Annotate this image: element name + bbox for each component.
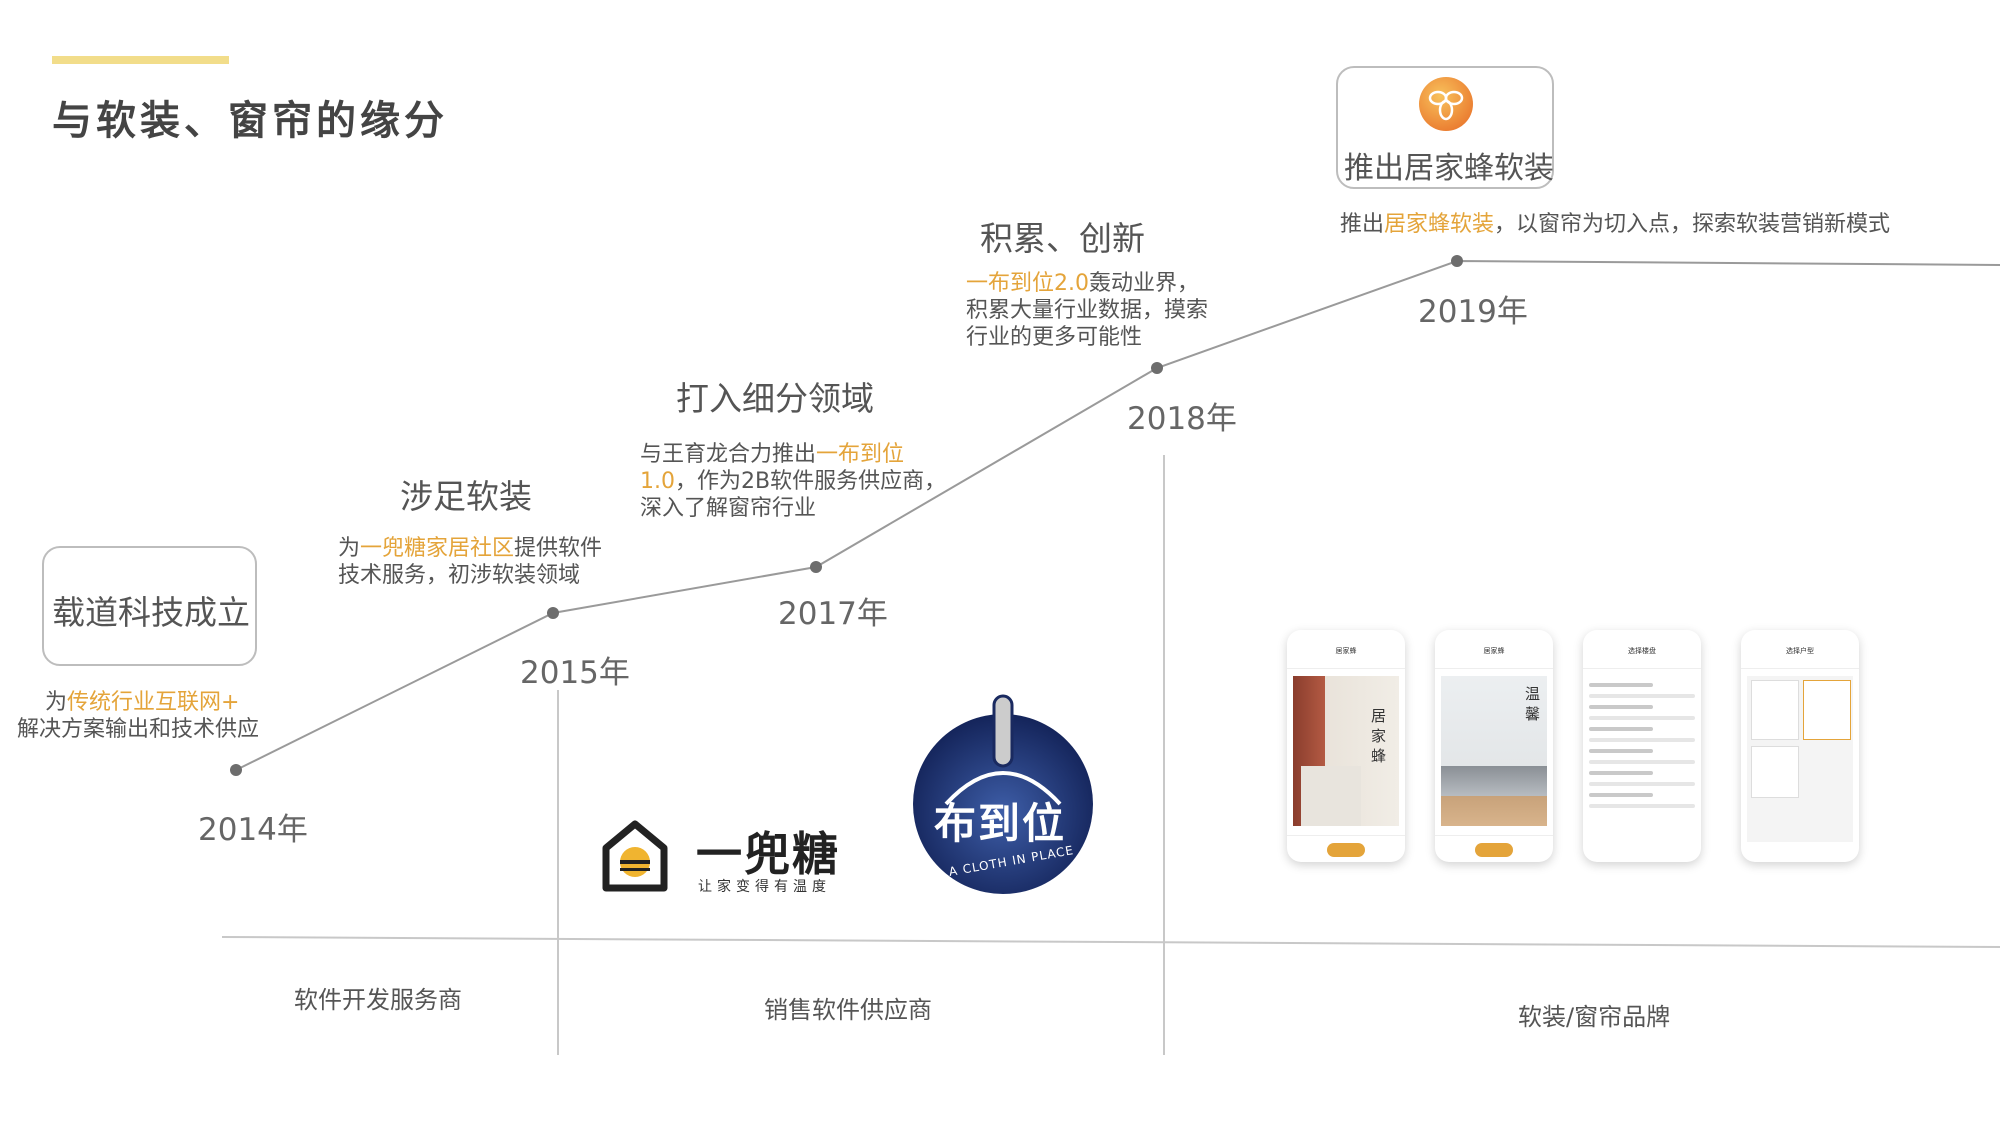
phone-1-banner: 居家蜂 xyxy=(1293,676,1399,826)
jujiafeng-launch-label: 推出居家蜂软装 xyxy=(1344,151,1554,186)
phone-1-cta xyxy=(1327,843,1365,857)
desc-2019-pre: 推出 xyxy=(1340,212,1385,237)
year-2017: 2017年 xyxy=(778,596,888,632)
page-title: 与软装、窗帘的缘分 xyxy=(52,98,448,144)
year-2019: 2019年 xyxy=(1418,294,1528,330)
phone-screenshot-building-list: 选择楼盘 xyxy=(1583,630,1701,862)
heading-2017: 打入细分领域 xyxy=(676,379,874,418)
phone-screenshot-floorplan: 选择户型 xyxy=(1741,630,1859,862)
title-accent-bar xyxy=(52,56,229,64)
floorplan-card xyxy=(1751,680,1799,740)
desc-2014-highlight: 传统行业互联网+ xyxy=(67,690,240,715)
desc-2018-line3: 行业的更多可能性 xyxy=(966,325,1143,350)
floorplan-card xyxy=(1751,746,1799,798)
yibudaowei-umbrella-icon xyxy=(913,694,1093,894)
yidoutang-house-icon xyxy=(602,820,668,892)
desc-2017-line2: 1.0，作为2B软件服务供应商， xyxy=(640,468,946,495)
founding-box-label: 载道科技成立 xyxy=(52,593,250,632)
year-2014: 2014年 xyxy=(198,812,308,848)
timeline-dot-2018 xyxy=(1151,362,1163,374)
desc-2017-highlight-version: 1.0 xyxy=(640,469,675,494)
timeline-dot-2019 xyxy=(1451,255,1463,267)
phase-label-brand: 软装/窗帘品牌 xyxy=(1518,1003,1671,1031)
phase-label-software-dev: 软件开发服务商 xyxy=(294,986,462,1014)
phone-2-vertical-text: 温馨 xyxy=(1525,685,1541,723)
desc-2015-post: 提供软件 xyxy=(514,536,603,561)
desc-2015-line2: 技术服务，初涉软装领域 xyxy=(338,563,581,588)
phone-4-grid xyxy=(1747,676,1853,842)
desc-2017-line1: 与王育龙合力推出一布到位 xyxy=(640,441,904,468)
yibudaowei-logo: 布到位 A CLOTH IN PLACE xyxy=(912,694,1094,894)
desc-2019-highlight: 居家蜂软装 xyxy=(1384,212,1495,237)
phone-3-list xyxy=(1589,676,1695,842)
jujiafeng-launch-box: 推出居家蜂软装 xyxy=(1336,66,1554,189)
desc-2015-highlight: 一兜糖家居社区 xyxy=(360,536,515,561)
timeline-dot-2017 xyxy=(810,561,822,573)
phone-screenshot-home: 居家蜂 居家蜂 xyxy=(1287,630,1405,862)
desc-2014: 为传统行业互联网+ xyxy=(45,689,239,716)
growth-line xyxy=(235,259,2000,771)
desc-2017-line3: 深入了解窗帘行业 xyxy=(640,496,817,521)
desc-2017-highlight: 一布到位 xyxy=(816,442,905,467)
phase-baseline xyxy=(221,936,2000,948)
bee-logo-icon xyxy=(1419,77,1473,131)
heading-2015: 涉足软装 xyxy=(400,477,532,516)
yibudaowei-name: 布到位 xyxy=(934,799,1067,848)
floorplan-card xyxy=(1803,680,1851,740)
desc-2018-line2: 积累大量行业数据，摸索 xyxy=(966,298,1209,323)
desc-2014-line2: 解决方案输出和技术供应 xyxy=(17,717,260,742)
phone-2-cta xyxy=(1475,843,1513,857)
year-2015: 2015年 xyxy=(520,655,630,691)
phone-4-title: 选择户型 xyxy=(1786,647,1814,655)
desc-2019: 推出居家蜂软装，以窗帘为切入点，探索软装营销新模式 xyxy=(1340,211,1890,238)
phase-label-sales-software: 销售软件供应商 xyxy=(764,996,932,1024)
phone-2-title: 居家蜂 xyxy=(1483,647,1505,655)
founding-box: 载道科技成立 xyxy=(42,546,257,666)
desc-2018-post: 轰动业界， xyxy=(1089,271,1200,296)
timeline-dot-2015 xyxy=(547,607,559,619)
desc-2015-pre: 为 xyxy=(338,536,361,561)
desc-2017-pre: 与王育龙合力推出 xyxy=(640,442,817,467)
yidoutang-logo: 一兜糖 让家变得有温度 xyxy=(600,818,850,898)
yidoutang-slogan: 让家变得有温度 xyxy=(698,879,831,895)
desc-2018-line1: 一布到位2.0轰动业界， xyxy=(966,270,1199,297)
desc-2015: 为一兜糖家居社区提供软件 xyxy=(338,535,602,562)
desc-2019-post: ，以窗帘为切入点，探索软装营销新模式 xyxy=(1494,212,1891,237)
phone-1-title: 居家蜂 xyxy=(1335,647,1357,655)
desc-2017-post: ，作为2B软件服务供应商， xyxy=(675,469,947,494)
timeline-dot-2014 xyxy=(230,764,242,776)
phone-2-banner: 温馨 xyxy=(1441,676,1547,826)
desc-2018-highlight: 一布到位2.0 xyxy=(966,271,1089,296)
year-2018: 2018年 xyxy=(1127,401,1237,437)
phone-3-title: 选择楼盘 xyxy=(1628,647,1656,655)
heading-2018: 积累、创新 xyxy=(980,219,1145,258)
phone-1-vertical-text: 居家蜂 xyxy=(1371,707,1387,765)
desc-2014-pre: 为 xyxy=(45,690,68,715)
phone-screenshot-product: 居家蜂 温馨 xyxy=(1435,630,1553,862)
yidoutang-name: 一兜糖 xyxy=(696,827,840,881)
